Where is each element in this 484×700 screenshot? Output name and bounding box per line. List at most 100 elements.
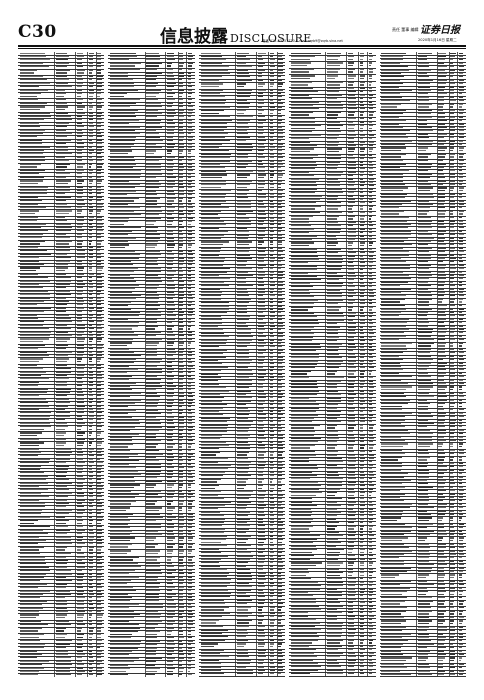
table-cell-text [167,446,174,448]
table-cell-text [146,291,157,293]
table-cell-text [257,190,263,192]
table-cell-text [290,605,320,607]
table-cell-text [290,326,315,328]
table-cell-text [97,472,102,474]
table-cell-text [360,384,364,386]
table-cell-text [290,367,315,369]
table-cell-text [278,59,283,61]
table-cell-text [381,288,412,290]
table-cell-text [187,274,192,276]
table-cell-text [110,513,133,515]
table-cell-text [368,192,373,194]
table-cell-text [450,281,454,283]
table-cell-text [76,193,84,195]
table-cell-text [290,558,311,560]
table-cell-text [438,292,445,294]
table-cell-text [290,134,321,136]
table-cell-text [327,380,341,382]
table-cell-text [56,607,68,609]
table-cell-text [200,603,226,605]
table-cell-text [146,119,161,121]
table-cell-text [368,56,374,58]
table-cell-text [269,643,274,645]
table-cell-text [257,616,264,618]
table-cell-text [269,130,274,132]
table-cell-text [290,414,318,416]
table-cell-text [290,656,317,658]
table-cell-text [200,609,224,611]
table-cell-text [19,335,51,337]
table-cell-text [381,177,403,179]
table-cell-text [19,89,49,91]
table-cell-text [167,527,175,529]
table-cell-text [167,620,176,622]
table-cell-text [167,580,173,582]
table-cell-text [417,79,434,81]
table-cell-text [167,416,175,418]
table-cell-text [257,62,265,64]
table-cell-text [19,520,38,522]
table-cell-text [19,52,45,54]
table-cell-text [438,76,446,78]
table-cell-text [257,130,264,132]
table-cell-text [381,116,400,118]
column-separator [325,52,326,677]
table-cell-text [269,251,274,253]
table-cell-text [450,213,453,215]
table-cell-text [360,336,365,338]
table-cell-text [88,95,93,97]
table-cell-text [187,573,193,575]
table-cell-text [179,457,183,459]
table-cell-text [368,111,374,114]
table-cell-text [257,659,264,661]
table-cell-text [110,342,132,344]
table-cell-text [236,653,248,655]
table-cell-text [327,492,337,494]
column-separator [177,52,178,677]
table-cell-text [110,566,141,568]
table-cell-text [200,629,228,631]
table-cell-text [56,170,66,172]
table-cell-text [167,153,172,155]
table-cell-text [438,106,444,108]
table-cell-text [417,217,431,219]
table-cell-text [278,224,282,226]
table-cell-text [167,344,173,347]
table-cell-text [368,178,374,180]
table-cell-text [269,576,275,578]
table-cell-text [368,212,372,214]
table-cell-text [200,596,230,598]
table-cell-text [347,568,354,570]
table-cell-text [278,89,283,91]
table-cell-text [56,636,65,638]
table-cell-text [347,471,355,473]
table-cell-text [110,261,132,263]
table-cell-text [381,220,408,222]
table-cell-text [236,465,249,467]
table-cell-text [179,102,184,104]
table-cell-text [290,259,319,261]
table-cell-text [187,463,192,465]
table-cell-text [257,110,264,112]
table-cell-text [56,556,66,558]
table-cell-text [360,161,364,163]
table-cell-text [88,573,92,575]
table-cell-text [167,586,176,588]
table-cell-text [257,76,263,78]
table-cell-text [347,165,357,167]
table-cell-text [76,614,85,616]
table-cell-text [146,556,160,558]
table-cell-text [278,73,283,75]
table-cell-text [269,326,275,328]
table-cell-text [187,89,192,91]
table-cell-text [236,363,251,365]
table-cell-text [167,160,174,162]
table-cell-text [327,558,338,560]
table-cell-text [110,79,133,81]
table-cell-text [417,359,434,361]
table-cell-text [368,350,374,352]
table-cell-text [88,240,93,242]
table-cell-text [360,564,364,567]
table-cell-text [187,617,193,619]
table-cell-text [167,369,174,371]
